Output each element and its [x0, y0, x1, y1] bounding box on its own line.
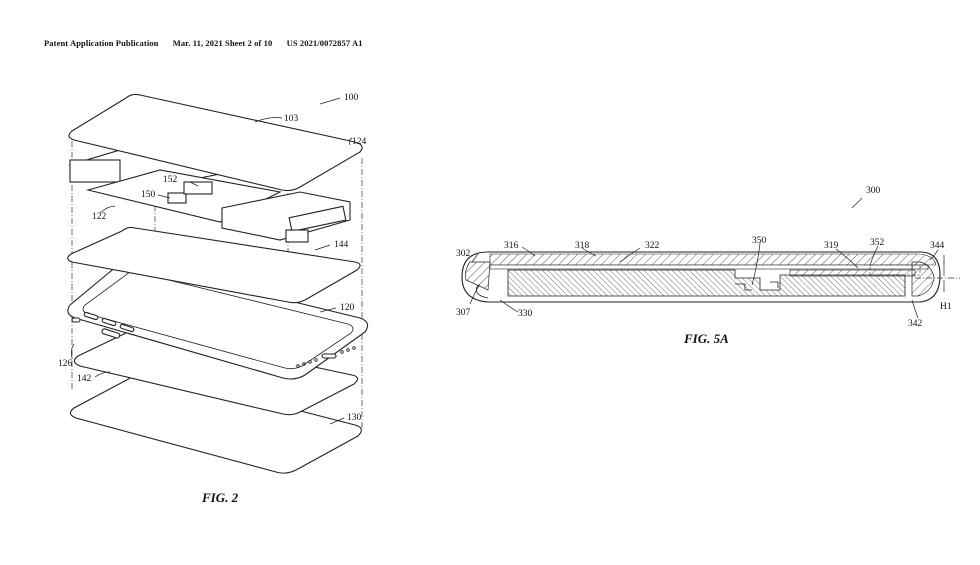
- label-H1: H1: [940, 302, 952, 312]
- fig5a-cross-section: [461, 197, 960, 319]
- label-350: 350: [752, 236, 767, 246]
- label-103: 103: [284, 114, 299, 124]
- label-319: 319: [824, 241, 839, 251]
- publication-date-sheet: Mar. 11, 2021 Sheet 2 of 10: [172, 38, 273, 48]
- fig2-caption: FIG. 2: [201, 490, 239, 505]
- publication-header: Patent Application Publication Mar. 11, …: [44, 38, 375, 48]
- label-122: 122: [92, 212, 107, 222]
- display-layer-144: [67, 226, 361, 304]
- label-352: 352: [870, 238, 885, 248]
- label-300: 300: [866, 186, 881, 196]
- fig2-labels: 100 103 124 152 150 122 144 120 126 142 …: [58, 93, 367, 505]
- label-144: 144: [334, 240, 349, 250]
- label-130: 130: [347, 413, 362, 423]
- label-126: 126: [58, 359, 73, 369]
- label-142: 142: [77, 374, 92, 384]
- fig5a-labels: 300 302 316 318 322 350 319 352 344 307 …: [456, 186, 952, 346]
- label-344: 344: [930, 241, 945, 251]
- left-end-cap: [465, 261, 491, 291]
- label-322: 322: [645, 241, 660, 251]
- cover-glass-103: [68, 93, 363, 192]
- label-152: 152: [163, 175, 178, 185]
- speaker-holes: [296, 346, 356, 368]
- fig2-exploded-view: [67, 93, 369, 474]
- block-319: [789, 269, 916, 277]
- label-330: 330: [518, 309, 533, 319]
- label-316: 316: [504, 241, 519, 251]
- label-342: 342: [908, 319, 923, 329]
- internal-component-322: [507, 269, 906, 297]
- label-124: 124: [352, 137, 367, 147]
- label-150: 150: [141, 190, 156, 200]
- label-307: 307: [456, 308, 471, 318]
- publication-type: Patent Application Publication: [44, 38, 159, 48]
- internal-components: [68, 149, 351, 243]
- label-302: 302: [456, 249, 471, 259]
- fig5a-caption: FIG. 5A: [683, 331, 729, 346]
- label-318: 318: [575, 241, 590, 251]
- right-end-cap: [911, 261, 935, 297]
- display-layer-318: [489, 264, 929, 270]
- label-120: 120: [340, 303, 355, 313]
- publication-number: US 2021/0072857 A1: [286, 38, 363, 48]
- label-100: 100: [344, 93, 359, 103]
- cover-layer-316: [489, 253, 937, 266]
